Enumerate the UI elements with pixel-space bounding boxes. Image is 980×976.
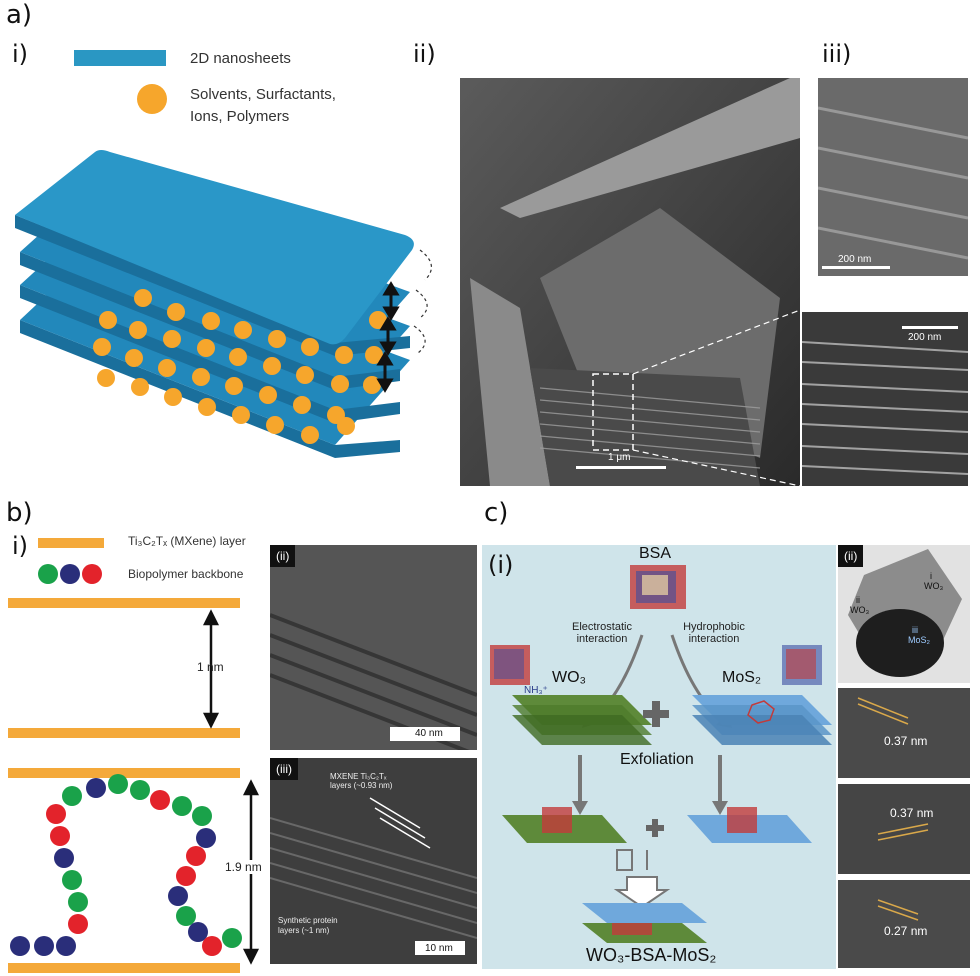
combine-arrow <box>613 849 671 909</box>
mos2-label: MoS₂ <box>722 669 762 686</box>
tem-c-ii-overview: (ii) i WO₃ ii WO₃ iii MoS₂ <box>838 545 970 683</box>
tem-c-i-marker: i <box>930 571 932 581</box>
nanosheet-stack-illustration <box>15 150 432 458</box>
sem-inset-bottom: 200 nm <box>802 312 968 486</box>
electrostatic-line2: interaction <box>576 633 628 645</box>
panel-a-label: a) <box>6 0 33 30</box>
legend-mxene-swatch <box>38 538 104 548</box>
panel-a-i-label: i) <box>12 40 29 68</box>
tem-c-lattice-1: 0.37 nm <box>838 688 970 778</box>
panel-a-ii-label: ii) <box>413 40 436 68</box>
panel-c-i-label: (i) <box>488 551 514 579</box>
tem-c-ii-marker: ii <box>856 595 860 605</box>
panel-a-iii-label: iii) <box>822 40 852 68</box>
tem-c-lattice-3: 0.27 nm <box>838 880 970 968</box>
plus-sign-1 <box>643 701 669 727</box>
tem-c-iii-marker: iii <box>912 625 918 635</box>
nh3-label: NH₃⁺ <box>524 685 548 696</box>
hybrid-label: WO₃-BSA-MoS₂ <box>586 945 717 965</box>
mos2-stack <box>692 645 832 745</box>
legend-nanosheets-text: 2D nanosheets <box>190 50 291 67</box>
tem-c-wo3-a: WO₃ <box>924 581 944 591</box>
plus-sign-2 <box>646 819 664 837</box>
gap-1nm-label: 1 nm <box>197 660 224 674</box>
legend-nanosheet-swatch <box>74 50 166 66</box>
electrostatic-line1: Electrostatic <box>572 621 632 633</box>
bsa-label: BSA <box>639 545 672 562</box>
wo3-label: WO₃ <box>552 669 587 686</box>
mxene-spacing-diagram <box>8 598 260 973</box>
tem-c-d3: 0.27 nm <box>884 924 928 938</box>
legend-biopolymer-text: Biopolymer backbone <box>128 567 244 581</box>
inset-top-scale-label: 200 nm <box>838 254 872 265</box>
tem-b-iii-annot-top: MXENE Ti₃C₂Tₓ layers (~0.93 nm) <box>330 772 393 790</box>
sem-texture <box>460 78 800 486</box>
tem-c-lattice-3-texture <box>838 880 970 968</box>
nanosheet-top <box>15 150 414 356</box>
tem-b-ii: (ii) 40 nm <box>270 545 477 750</box>
inset-bottom-scale-label: 200 nm <box>908 332 942 343</box>
tem-c-ii-label: (ii) <box>838 545 864 567</box>
tem-c-lattice-2-texture <box>838 784 970 874</box>
panel-b-i-label: i) <box>12 532 29 560</box>
curved-arrows <box>413 249 432 354</box>
tem-b-iii-annot-bottom-2: layers (~1 nm) <box>278 926 330 935</box>
tem-b-iii: (iii) MXENE Ti₃C₂Tₓ layers (~0.93 nm) Sy… <box>270 758 477 964</box>
tem-c-lattice-1-texture <box>838 688 970 778</box>
tem-b-iii-texture <box>270 758 477 964</box>
electrostatic-label: Electrostatic interaction <box>562 621 642 645</box>
legend-intercalants-line2: Ions, Polymers <box>190 108 290 125</box>
intercalant-dots <box>93 289 387 444</box>
exfoliated-mos2-sheet <box>687 807 812 843</box>
tem-b-iii-label: (iii) <box>270 758 298 780</box>
hydrophobic-line1: Hydrophobic <box>683 621 745 633</box>
tem-b-ii-label: (ii) <box>270 545 296 567</box>
exfoliated-wo3-sheet <box>502 807 627 843</box>
tem-c-ii-overview-texture <box>838 545 970 683</box>
sem-image: 1 μm <box>460 78 800 486</box>
down-arrows <box>572 755 728 815</box>
hydrophobic-line2: interaction <box>688 633 740 645</box>
legend-intercalant-dot <box>137 84 167 114</box>
tem-c-lattice-2: 0.37 nm <box>838 784 970 874</box>
panel-c-label: c) <box>484 498 509 528</box>
tem-c-mos2: MoS₂ <box>908 635 930 645</box>
panel-c-schematic-graphics <box>490 565 832 943</box>
sem-inset-top: 200 nm <box>818 78 968 276</box>
legend-intercalants-line1: Solvents, Surfactants, <box>190 86 336 103</box>
sem-inset-top-texture <box>818 78 968 276</box>
tem-c-d2: 0.37 nm <box>890 806 934 820</box>
legend-biopolymer-beads <box>38 564 102 584</box>
bsa-protein-icon <box>630 565 686 609</box>
sem-scale-label: 1 μm <box>608 452 631 463</box>
tem-b-ii-scale: 40 nm <box>415 728 443 739</box>
panel-b-label: b) <box>6 498 33 528</box>
panel-c-schematic: (i) BSA Electrostatic interaction Hydrop… <box>482 545 836 969</box>
hybrid-stack <box>582 903 707 943</box>
tem-c-d1: 0.37 nm <box>884 734 928 748</box>
sem-inset-bottom-texture <box>802 312 968 486</box>
tem-b-iii-annot-bottom-1: Synthetic protein <box>278 916 338 925</box>
expansion-arrows <box>376 281 400 393</box>
bead-chain-right <box>168 796 242 956</box>
tem-b-iii-scale: 10 nm <box>425 943 453 954</box>
tem-c-wo3-b: WO₃ <box>850 605 870 615</box>
legend-mxene-text: Ti₃C₂Tₓ (MXene) layer <box>128 534 246 548</box>
tem-b-ii-texture <box>270 545 477 750</box>
hydrophobic-label: Hydrophobic interaction <box>674 621 754 645</box>
exfoliation-label: Exfoliation <box>620 751 694 768</box>
bead-chain-left <box>10 774 170 956</box>
wo3-stack <box>490 645 652 745</box>
gap-1-9nm-label: 1.9 nm <box>225 860 262 874</box>
